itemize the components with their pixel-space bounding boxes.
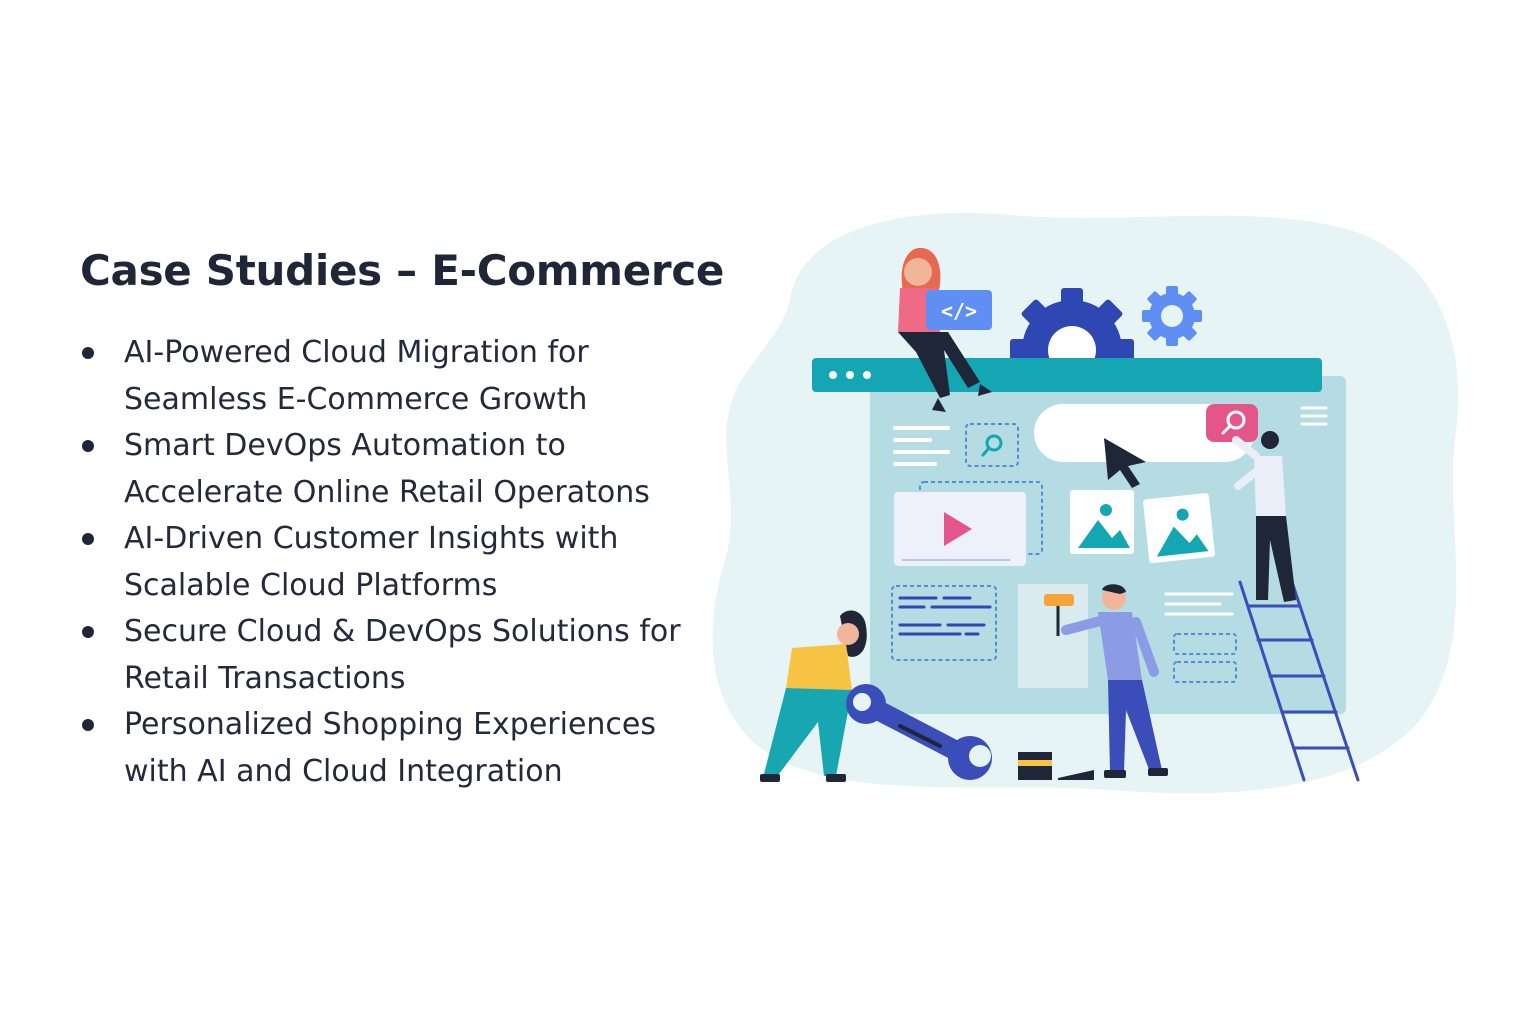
- browser-title-bar: [812, 358, 1322, 392]
- bullet-list: AI-Powered Cloud Migration for Seamless …: [80, 330, 700, 795]
- paint-roller-icon: [1044, 594, 1074, 636]
- person-painting-figure: [1061, 584, 1168, 778]
- search-icon: [965, 423, 1019, 467]
- search-icon: [1206, 404, 1258, 442]
- person-on-ladder-figure: [1232, 431, 1296, 602]
- search-bar: [1034, 404, 1254, 462]
- image-icon: [1143, 493, 1215, 564]
- page-title: Case Studies – E-Commerce: [80, 246, 725, 295]
- ladder-icon: [1238, 580, 1360, 782]
- svg-text:</>: </>: [941, 299, 977, 323]
- bullet-item: Personalized Shopping Experiences with A…: [80, 702, 700, 795]
- bullet-item: AI-Powered Cloud Migration for Seamless …: [80, 330, 700, 423]
- web-development-illustration: </>: [712, 212, 1459, 794]
- menu-icon: [1300, 406, 1328, 426]
- bullet-item: AI-Driven Customer Insights with Scalabl…: [80, 516, 700, 609]
- bullet-item: Smart DevOps Automation to Accelerate On…: [80, 423, 700, 516]
- gear-icon: [1142, 286, 1202, 346]
- bullet-item: Secure Cloud & DevOps Solutions for Reta…: [80, 609, 700, 702]
- image-icon: [1070, 490, 1134, 554]
- wrench-icon: [846, 684, 992, 780]
- cursor-icon: [1104, 438, 1146, 488]
- play-icon: [944, 512, 972, 546]
- paint-bucket-icon: [1018, 752, 1094, 780]
- person-with-wrench-figure: [760, 610, 867, 782]
- code-badge: </>: [926, 290, 992, 330]
